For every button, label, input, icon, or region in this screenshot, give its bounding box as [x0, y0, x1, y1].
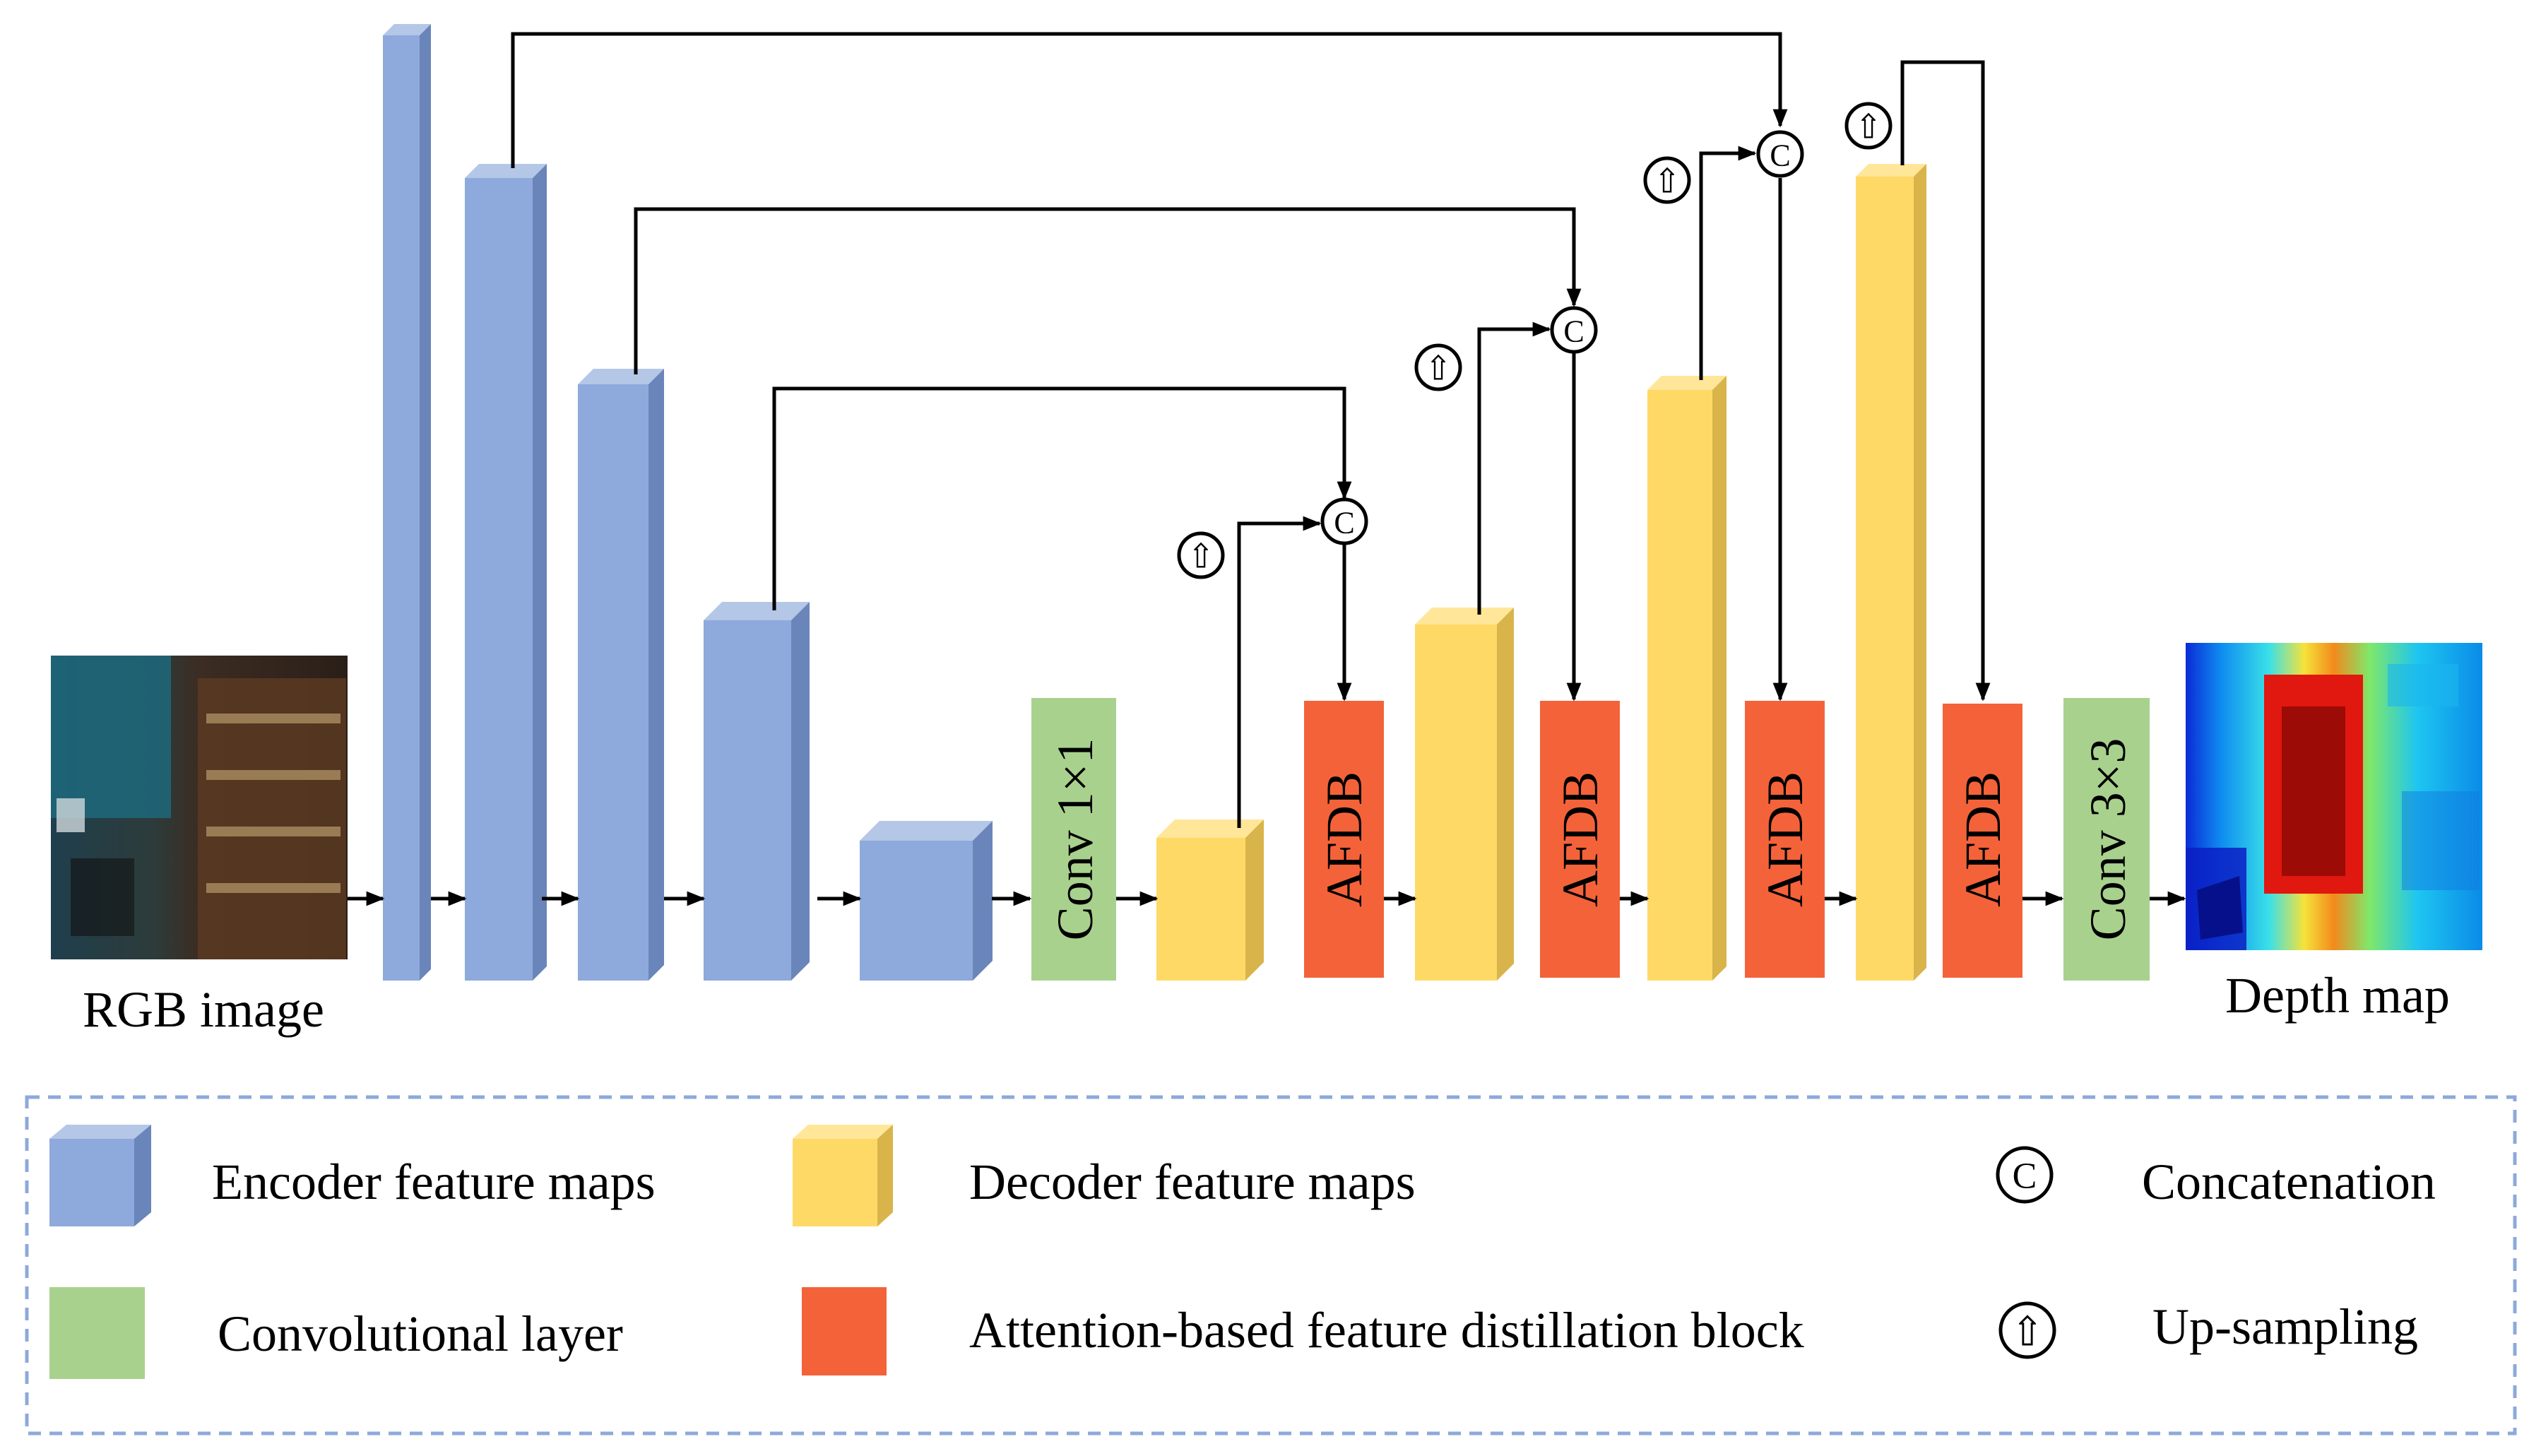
legend-encoder-swatch — [49, 1125, 151, 1226]
upsample-symbol-3: ⇧ — [1643, 156, 1691, 204]
legend-concatenation-label: Concatenation — [2142, 1154, 2436, 1210]
decoder-block-1 — [1156, 819, 1264, 981]
legend: Encoder feature maps Decoder feature map… — [25, 1095, 2517, 1436]
circled-c-icon: C — [1334, 506, 1354, 540]
afdb-block-1: AFDB — [1304, 701, 1384, 978]
decoder-block-2 — [1415, 608, 1514, 981]
upsampling-paths — [1237, 60, 1991, 828]
legend-concat-symbol: C — [1996, 1146, 2054, 1204]
concat-symbol-3: C — [1756, 130, 1804, 178]
legend-afdb-swatch — [802, 1287, 887, 1375]
legend-upsampling-label: Up-sampling — [2152, 1298, 2418, 1355]
double-up-arrow-icon: ⇧ — [1653, 163, 1681, 201]
conv1x1-label: Conv 1×1 — [1047, 738, 1103, 941]
afdb-label-2: AFDB — [1552, 771, 1609, 907]
concat-symbol-1: C — [1320, 497, 1368, 545]
skip-connections — [511, 32, 1788, 610]
legend-afdb-label: Attention-based feature distillation blo… — [969, 1302, 1804, 1359]
encoder-block-4 — [704, 602, 810, 981]
conv1x1-layer: Conv 1×1 — [1031, 698, 1116, 981]
conv3x3-label: Conv 3×3 — [2080, 738, 2136, 941]
legend-conv-swatch — [49, 1287, 145, 1379]
circled-c-icon: C — [1770, 138, 1790, 173]
afdb-label-1: AFDB — [1316, 771, 1373, 907]
double-up-arrow-icon: ⇧ — [1187, 538, 1215, 576]
double-up-arrow-icon: ⇧ — [1854, 109, 1883, 146]
legend-upsample-symbol: ⇧ — [1998, 1301, 2056, 1359]
legend-decoder-label: Decoder feature maps — [969, 1154, 1416, 1210]
legend-border — [25, 1095, 2517, 1436]
encoder-block-1 — [383, 24, 431, 981]
decoder-block-4 — [1856, 164, 1926, 981]
decoder-block-3 — [1647, 376, 1726, 981]
circled-c-icon: C — [1563, 314, 1584, 349]
circled-c-icon: C — [2013, 1156, 2037, 1197]
depth-map-image — [2186, 643, 2482, 950]
concat-symbol-2: C — [1550, 306, 1598, 354]
legend-encoder-label: Encoder feature maps — [212, 1154, 656, 1210]
rgb-image — [51, 656, 348, 959]
conv3x3-layer: Conv 3×3 — [2063, 698, 2150, 981]
encoder-block-2 — [465, 164, 547, 981]
legend-decoder-swatch — [793, 1125, 893, 1226]
encoder-block-3 — [578, 369, 664, 981]
afdb-block-2: AFDB — [1540, 701, 1620, 978]
afdb-block-3: AFDB — [1745, 701, 1825, 978]
double-up-arrow-icon: ⇧ — [1424, 350, 1452, 388]
afdb-label-3: AFDB — [1757, 771, 1813, 907]
upsample-symbol-1: ⇧ — [1177, 531, 1225, 579]
legend-conv-label: Convolutional layer — [218, 1306, 623, 1362]
decoder-blocks — [1156, 164, 1926, 981]
encoder-blocks — [383, 24, 993, 981]
afdb-block-4: AFDB — [1943, 704, 2022, 978]
upsample-symbol-2: ⇧ — [1414, 343, 1462, 391]
upsample-symbol-4: ⇧ — [1844, 102, 1893, 150]
double-up-arrow-icon: ⇧ — [2010, 1309, 2045, 1355]
afdb-label-4: AFDB — [1955, 771, 2011, 907]
concat-to-afdb-arrows — [1337, 178, 1788, 702]
depth-map-label: Depth map — [2225, 967, 2450, 1024]
rgb-image-label: RGB image — [83, 981, 324, 1038]
encoder-block-5 — [860, 821, 993, 981]
